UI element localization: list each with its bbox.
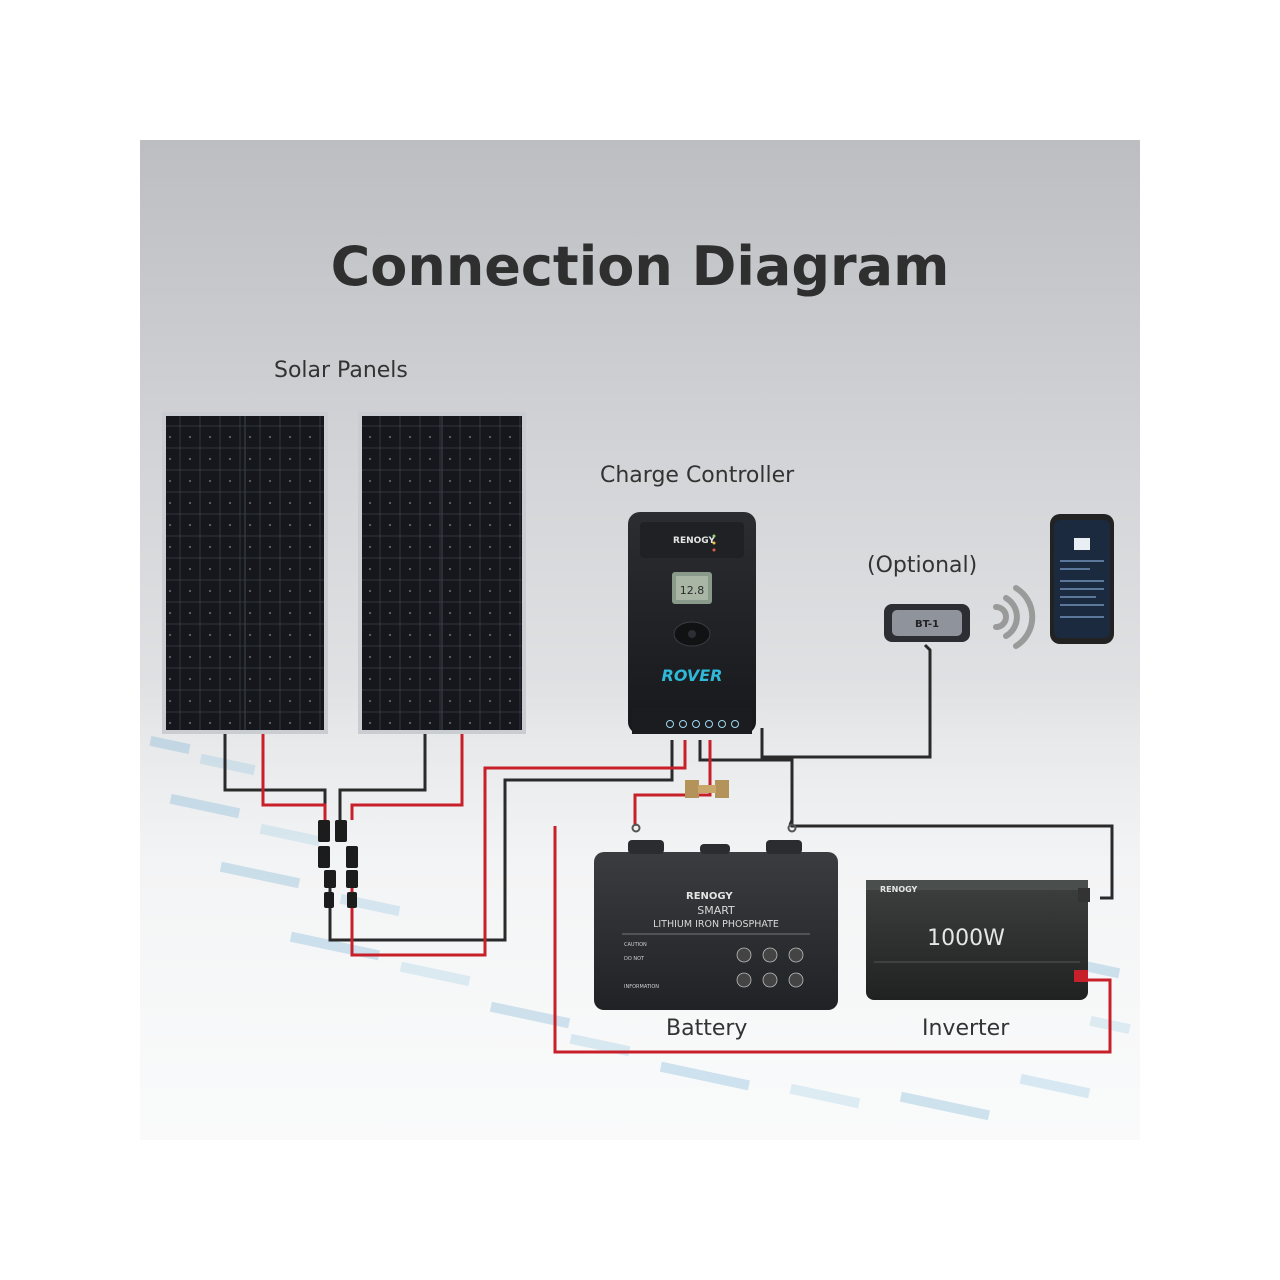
battery-do-not: DO NOT — [624, 956, 645, 962]
page-title: Connection Diagram — [330, 235, 950, 298]
battery-line1: SMART — [697, 904, 735, 917]
battery-brand: RENOGY — [686, 891, 733, 902]
inverter-power: 1000W — [927, 926, 1005, 951]
solar-panels-label: Solar Panels — [274, 358, 408, 383]
battery-information: INFORMATION — [624, 984, 659, 990]
mc4-connectors — [318, 820, 358, 908]
charge-controller: RENOGY 12.8 ROVER — [628, 512, 756, 734]
battery-line2: LITHIUM IRON PHOSPHATE — [653, 919, 779, 930]
bt-module-label: BT-1 — [915, 619, 939, 630]
smartphone-app — [1050, 514, 1114, 644]
diagram-stage: RENOGY 12.8 ROVER — [140, 140, 1140, 1140]
charge-controller-label: Charge Controller — [600, 463, 795, 488]
battery: RENOGY SMART LITHIUM IRON PHOSPHATE CAUT… — [594, 840, 838, 1010]
inverter-brand: RENOGY — [880, 885, 918, 894]
battery-safety-icons — [736, 947, 804, 988]
battery-caution: CAUTION — [624, 942, 647, 948]
battery-label: Battery — [666, 1016, 748, 1041]
positive-wiring — [261, 734, 1112, 1054]
diagram-svg: RENOGY 12.8 ROVER — [149, 412, 1131, 1121]
battery-terminal-rings — [631, 823, 797, 833]
solar-panel-right — [358, 412, 526, 734]
bt-cable — [760, 643, 932, 759]
fuse-block — [685, 780, 729, 798]
inverter: RENOGY 1000W — [866, 880, 1090, 1000]
controller-lcd-reading: 12.8 — [680, 584, 705, 597]
optional-label: (Optional) — [867, 553, 978, 578]
solar-panel-left — [162, 412, 328, 734]
controller-model: ROVER — [662, 666, 723, 685]
controller-brand: RENOGY — [673, 536, 715, 546]
wireless-signal-icon — [993, 585, 1036, 649]
bt-module: BT-1 — [884, 604, 970, 642]
inverter-label: Inverter — [922, 1016, 1010, 1041]
